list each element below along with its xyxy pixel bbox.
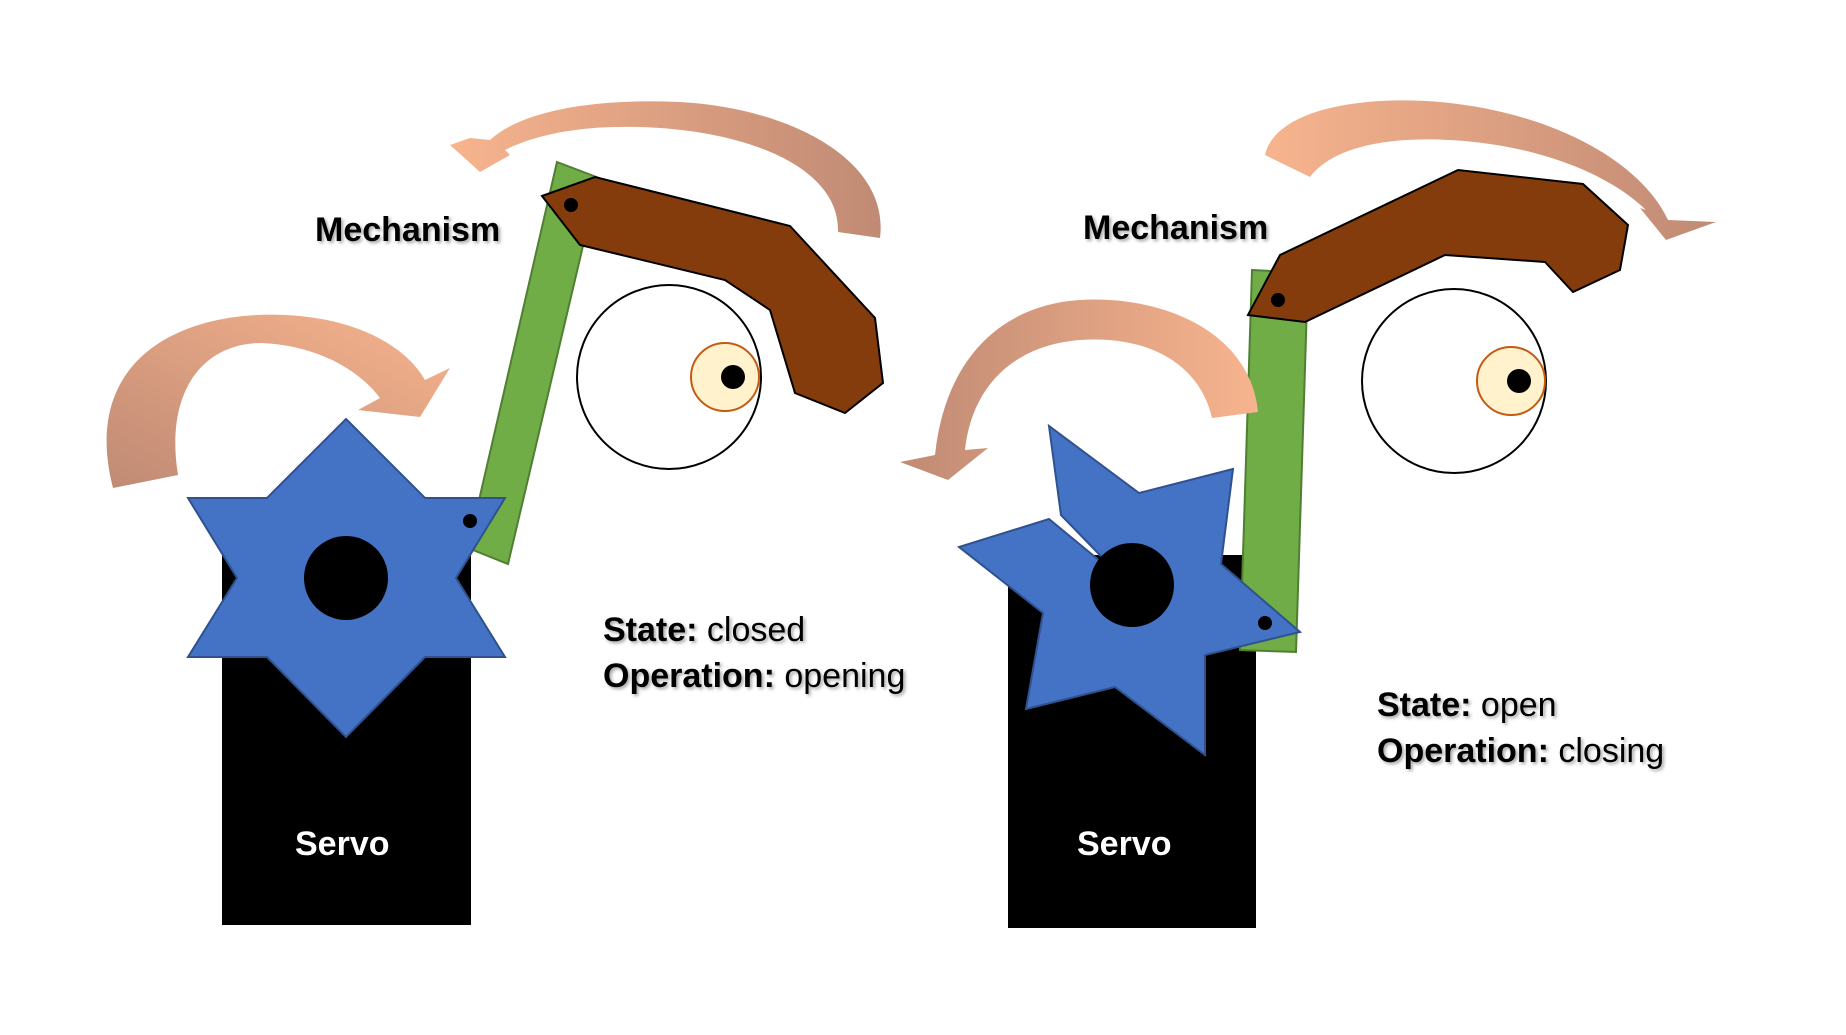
operation-line: Operation: closing (1377, 732, 1664, 770)
rotation-arrow (106, 314, 450, 488)
state-key: State: (1377, 686, 1471, 724)
mechanism-label: Mechanism (315, 211, 500, 249)
state-value: closed (707, 611, 805, 649)
operation-value: closing (1558, 732, 1664, 770)
rotation-arrow (450, 101, 881, 238)
rod-pivot-dot (1258, 616, 1272, 630)
pupil (1507, 369, 1531, 393)
gear-hub (304, 536, 388, 620)
panel-right: Mechanism Servo State: open Operation: c… (900, 100, 1716, 928)
operation-key: Operation: (1377, 732, 1549, 770)
eyelid-pivot-dot (1271, 293, 1285, 307)
operation-value: opening (784, 657, 905, 695)
state-line: State: open (1377, 686, 1557, 724)
eyelid (540, 175, 885, 415)
rotation-arrow (900, 299, 1258, 480)
state-line: State: closed (603, 611, 805, 649)
operation-key: Operation: (603, 657, 775, 695)
mechanism-label: Mechanism (1083, 209, 1268, 247)
eyelid-pivot-dot (564, 198, 578, 212)
servo-label: Servo (295, 825, 390, 863)
eyeball (576, 284, 762, 470)
state-value: open (1481, 686, 1557, 724)
pupil (721, 365, 745, 389)
rotation-arrow (1265, 100, 1716, 240)
operation-line: Operation: opening (603, 657, 905, 695)
eyelid (1246, 168, 1630, 324)
link-rod (466, 160, 601, 566)
servo-label: Servo (1077, 825, 1172, 863)
panel-left: Mechanism Servo State: closed Operation:… (106, 101, 905, 925)
gear-hub (1090, 543, 1174, 627)
state-key: State: (603, 611, 697, 649)
rod-pivot-dot (463, 514, 477, 528)
